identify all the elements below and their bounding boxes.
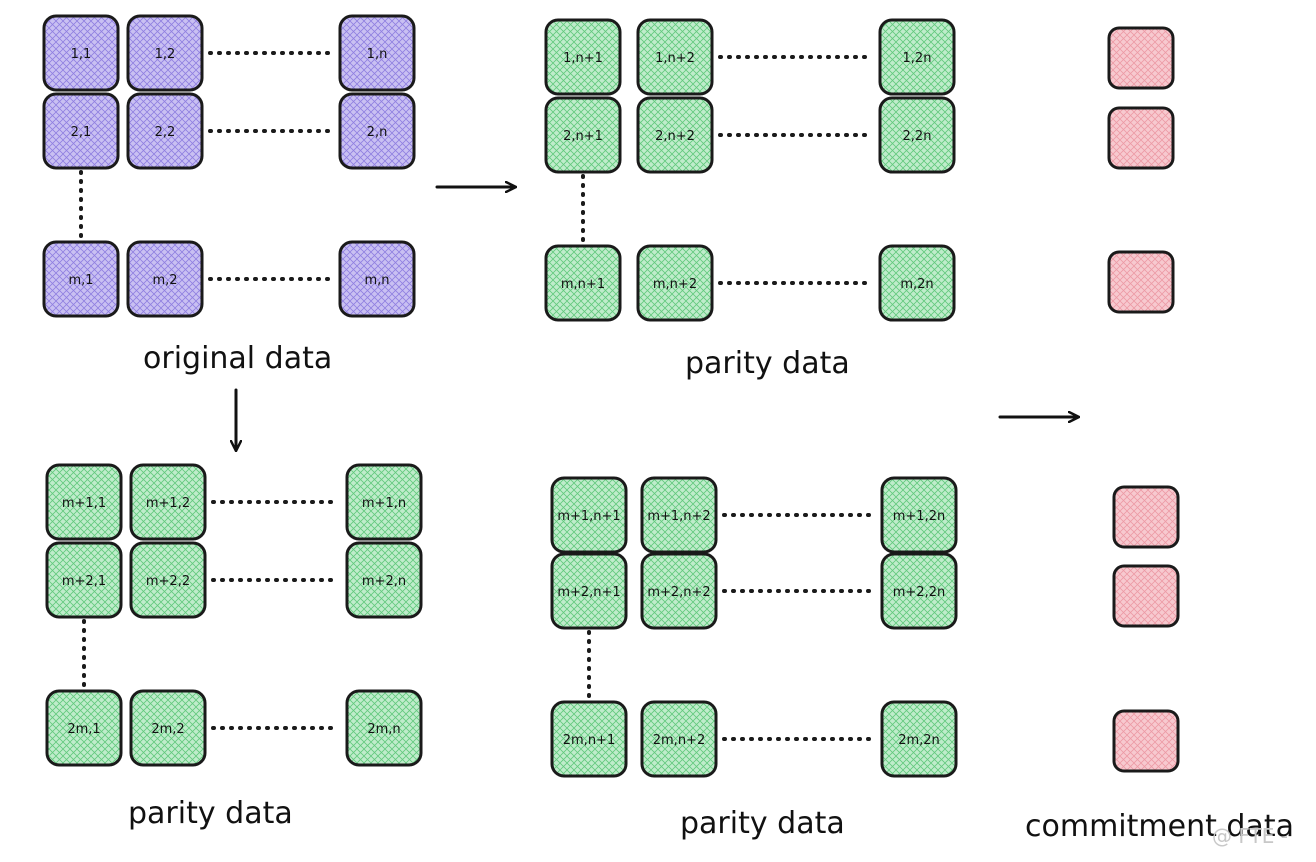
- cell-label: 2,2n: [903, 129, 932, 144]
- matrix-cell: 2m,n+2: [640, 700, 718, 778]
- commitment-square: [1112, 564, 1180, 628]
- matrix-cell: 1,n: [338, 14, 416, 92]
- cell-label: m+1,1: [62, 496, 106, 511]
- cell-label: 1,n: [367, 47, 388, 62]
- cell-label: 2,n+1: [563, 129, 603, 144]
- cell-label: 1,n+2: [655, 51, 695, 66]
- cell-label: 1,2: [155, 47, 176, 62]
- matrix-cell: 2m,1: [45, 689, 123, 767]
- cell-label: 2m,n+2: [653, 733, 705, 748]
- matrix-cell: m+1,n+1: [550, 476, 628, 554]
- cell-label: m+2,n+2: [647, 585, 710, 600]
- matrix-cell: m+2,1: [45, 541, 123, 619]
- commitment-caption: commitment data: [1025, 809, 1294, 844]
- matrix-cell: 2,n: [338, 92, 416, 170]
- block-caption: parity data: [128, 796, 293, 831]
- cell-label: m+2,n+1: [557, 585, 620, 600]
- cell-label: 1,n+1: [563, 51, 603, 66]
- cell-label: 2,2: [155, 125, 176, 140]
- cell-label: m,1: [68, 273, 93, 288]
- commitment-column: [1107, 26, 1180, 773]
- matrix-cell: m+2,n+1: [550, 552, 628, 630]
- matrix-cell: m+1,1: [45, 463, 123, 541]
- cell-label: m+1,n: [362, 496, 406, 511]
- cell-label: m+1,n+1: [557, 509, 620, 524]
- block-caption: parity data: [685, 346, 850, 381]
- matrix-cell: m,2n: [878, 244, 956, 322]
- matrix-cell: m+1,n: [345, 463, 423, 541]
- matrix-cell: 2,1: [42, 92, 120, 170]
- block-caption: parity data: [680, 806, 845, 841]
- cell-label: 2,n+2: [655, 129, 695, 144]
- block-caption: original data: [143, 341, 332, 376]
- matrix-cell: m+1,n+2: [640, 476, 718, 554]
- matrix-cell: 1,2: [126, 14, 204, 92]
- matrix-cell: 2m,n: [345, 689, 423, 767]
- cell-label: m+1,2n: [893, 509, 945, 524]
- block-parity-corner: m+1,n+1 m+1,n+2 m+1,2n m+2,n+1 m+2,n+2 m+2,2n…: [550, 476, 958, 841]
- commitment-square: [1112, 485, 1180, 549]
- cell-label: m+2,1: [62, 574, 106, 589]
- cell-label: 2m,1: [67, 722, 100, 737]
- cell-label: 2m,2: [151, 722, 184, 737]
- matrix-cell: 1,2n: [878, 18, 956, 96]
- matrix-cell: m,n+2: [636, 244, 714, 322]
- matrix-cell: 2,n+2: [636, 96, 714, 174]
- matrix-cell: 2,n+1: [544, 96, 622, 174]
- matrix-cell: m,1: [42, 240, 120, 318]
- matrix-cell: m,n+1: [544, 244, 622, 322]
- cell-label: 2,n: [367, 125, 388, 140]
- cell-label: 1,1: [71, 47, 92, 62]
- cell-label: 2m,n: [367, 722, 400, 737]
- commitment-square: [1107, 106, 1175, 170]
- cell-label: m,n+1: [561, 277, 605, 292]
- matrix-cell: 1,n+1: [544, 18, 622, 96]
- matrix-cell: m+2,n+2: [640, 552, 718, 630]
- matrix-cell: m+2,n: [345, 541, 423, 619]
- cell-label: m+1,2: [146, 496, 190, 511]
- cell-label: m+2,n: [362, 574, 406, 589]
- matrix-cell: 2m,2n: [880, 700, 958, 778]
- matrix-cell: 2m,2: [129, 689, 207, 767]
- matrix-cell: m+1,2n: [880, 476, 958, 554]
- cell-label: 2m,n+1: [563, 733, 615, 748]
- matrix-cell: 2,2: [126, 92, 204, 170]
- commitment-square: [1112, 709, 1180, 773]
- cell-label: 2m,2n: [898, 733, 940, 748]
- matrix-cell: m+2,2: [129, 541, 207, 619]
- commitment-square: [1107, 250, 1175, 314]
- cell-label: m+1,n+2: [647, 509, 710, 524]
- matrix-cell: 1,n+2: [636, 18, 714, 96]
- cell-label: m,2: [152, 273, 177, 288]
- matrix-cell: 1,1: [42, 14, 120, 92]
- cell-label: m+2,2n: [893, 585, 945, 600]
- cell-label: 1,2n: [903, 51, 932, 66]
- cell-label: 2,1: [71, 125, 92, 140]
- cell-label: m+2,2: [146, 574, 190, 589]
- cell-label: m,n: [364, 273, 389, 288]
- matrix-cell: m+1,2: [129, 463, 207, 541]
- block-parity-bottom: m+1,1 m+1,2 m+1,n m+2,1 m+2,2 m+2,n 2m,1 2m,2 2m…: [45, 463, 423, 831]
- cell-label: m,2n: [900, 277, 933, 292]
- block-parity-right: 1,n+1 1,n+2 1,2n 2,n+1 2,n+2 2,2n m,n+1 m,n+2 m,…: [544, 18, 956, 381]
- matrix-cell: m,n: [338, 240, 416, 318]
- matrix-cell: m+2,2n: [880, 552, 958, 630]
- matrix-cell: m,2: [126, 240, 204, 318]
- block-original: 1,1 1,2 1,n 2,1 2,2 2,n m,1 m,2 m,n original data: [42, 14, 416, 376]
- cell-label: m,n+2: [653, 277, 697, 292]
- matrix-cell: 2,2n: [878, 96, 956, 174]
- commitment-square: [1107, 26, 1175, 90]
- watermark: @ FTE -: [1212, 824, 1288, 848]
- matrix-cell: 2m,n+1: [550, 700, 628, 778]
